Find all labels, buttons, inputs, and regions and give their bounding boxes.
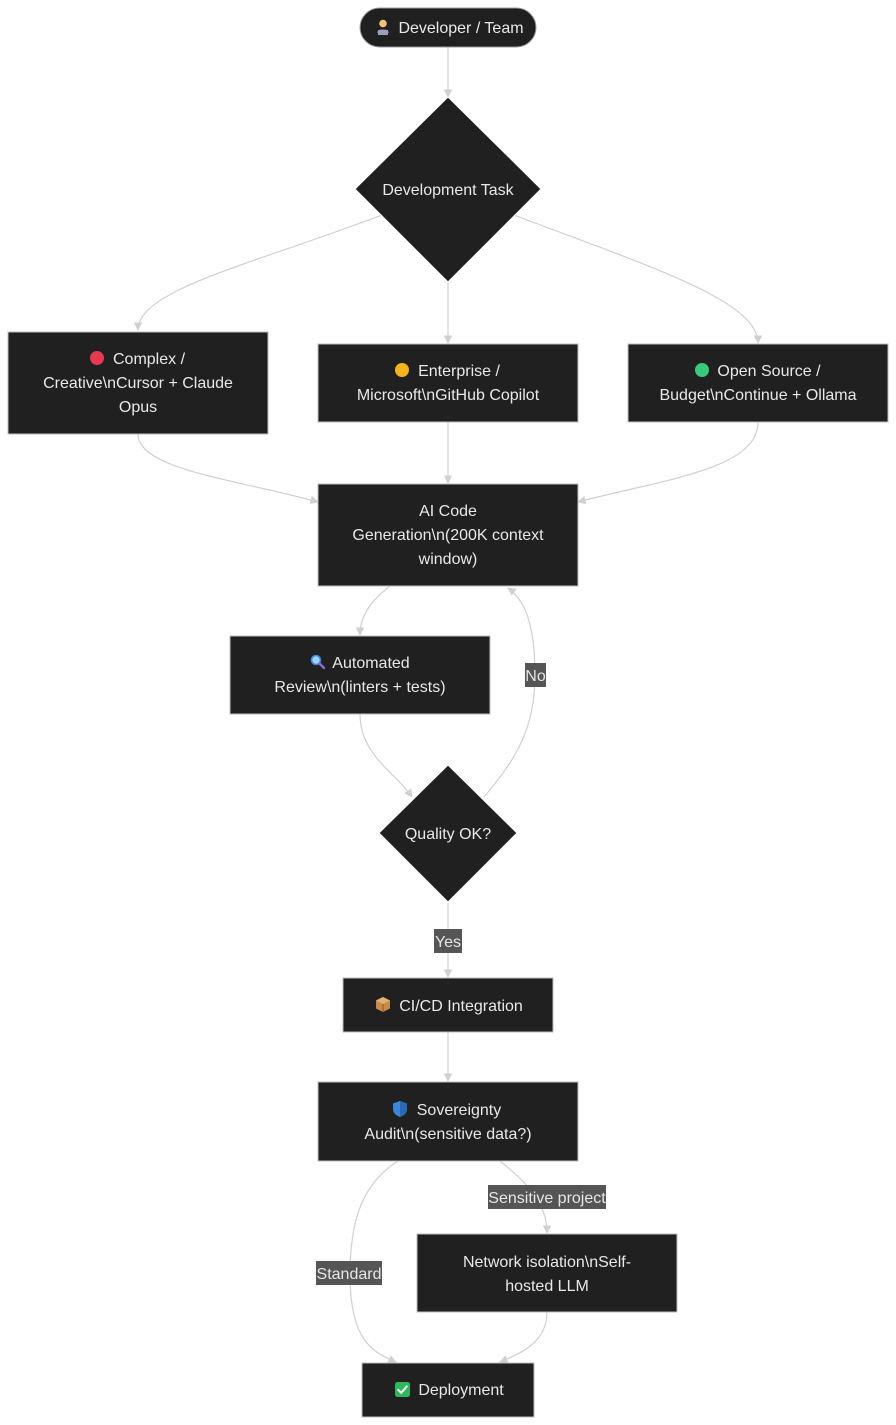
node-isolation-line-2: hosted LLM	[505, 1278, 589, 1295]
red-circle-icon	[90, 351, 104, 365]
node-quality-label: Quality OK?	[405, 826, 491, 843]
green-circle-icon	[695, 363, 709, 377]
node-audit-line-1: Sovereignty	[417, 1102, 502, 1119]
edge-label-yes: Yes	[434, 929, 462, 953]
package-icon	[376, 997, 390, 1012]
edge-complex-to-generation	[137, 433, 319, 504]
node-generation-line-3: window)	[418, 551, 478, 568]
node-developer-label: Developer / Team	[398, 20, 523, 37]
node-complex-line-1: Complex /	[113, 351, 186, 368]
node-ai-code-generation[interactable]: AI Code Generation\n(200K context window…	[317, 483, 579, 587]
node-network-isolation[interactable]: Network isolation\nSelf- hosted LLM	[416, 1233, 678, 1313]
node-deployment[interactable]: Deployment	[361, 1362, 535, 1418]
check-icon	[395, 1382, 410, 1397]
node-developer-team[interactable]: Developer / Team	[359, 7, 537, 48]
node-complex-creative[interactable]: Complex / Creative\nCursor + Claude Opus	[7, 331, 269, 435]
node-task-label: Development Task	[382, 182, 514, 199]
edge-isolation-to-deployment	[499, 1311, 548, 1364]
node-complex-line-3: Opus	[119, 399, 157, 416]
node-audit-line-2: Audit\n(sensitive data?)	[364, 1126, 531, 1143]
node-review-line-1: Automated	[332, 655, 409, 672]
node-review-line-2: Review\n(linters + tests)	[274, 679, 445, 696]
node-complex-line-2: Creative\nCursor + Claude	[43, 375, 233, 392]
node-open-source-budget[interactable]: Open Source / Budget\nContinue + Ollama	[627, 343, 889, 423]
node-development-task[interactable]: Development Task	[354, 96, 542, 283]
node-quality-ok[interactable]: Quality OK?	[378, 764, 518, 903]
node-generation-line-1: AI Code	[419, 503, 477, 520]
node-opensource-line-2: Budget\nContinue + Ollama	[659, 387, 856, 404]
edge-task-to-complex	[133, 214, 383, 331]
edge-task-to-opensource	[513, 214, 763, 344]
magnifier-icon	[310, 654, 326, 670]
edge-label-standard: Standard	[316, 1261, 382, 1285]
edge-labels: No Yes Sensitive project Standard	[316, 663, 606, 1285]
node-opensource-line-1: Open Source /	[717, 363, 821, 380]
shield-icon	[393, 1101, 407, 1117]
edge-quality-to-generation	[483, 587, 536, 798]
node-cicd-label: CI/CD Integration	[399, 998, 523, 1015]
edge-review-to-quality	[359, 713, 413, 798]
node-cicd-integration[interactable]: CI/CD Integration	[342, 977, 554, 1033]
edge-label-standard-text: Standard	[317, 1266, 382, 1283]
node-enterprise-line-1: Enterprise /	[418, 363, 500, 380]
edge-label-no: No	[525, 663, 546, 687]
yellow-circle-icon	[395, 363, 409, 377]
node-isolation-line-1: Network isolation\nSelf-	[463, 1254, 631, 1271]
node-sovereignty-audit[interactable]: Sovereignty Audit\n(sensitive data?)	[317, 1081, 579, 1162]
edge-label-no-text: No	[525, 668, 546, 685]
node-automated-review[interactable]: Automated Review\n(linters + tests)	[229, 635, 491, 715]
edge-opensource-to-generation	[577, 421, 759, 505]
node-enterprise-microsoft[interactable]: Enterprise / Microsoft\nGitHub Copilot	[317, 343, 579, 423]
developer-icon	[377, 19, 389, 35]
edge-label-sensitive: Sensitive project	[488, 1185, 606, 1209]
node-enterprise-line-2: Microsoft\nGitHub Copilot	[357, 387, 540, 404]
edge-generation-to-review	[355, 585, 391, 636]
edge-label-sensitive-text: Sensitive project	[488, 1190, 606, 1207]
edge-label-yes-text: Yes	[435, 934, 461, 951]
node-deployment-label: Deployment	[418, 1382, 504, 1399]
node-generation-line-2: Generation\n(200K context	[352, 527, 544, 544]
